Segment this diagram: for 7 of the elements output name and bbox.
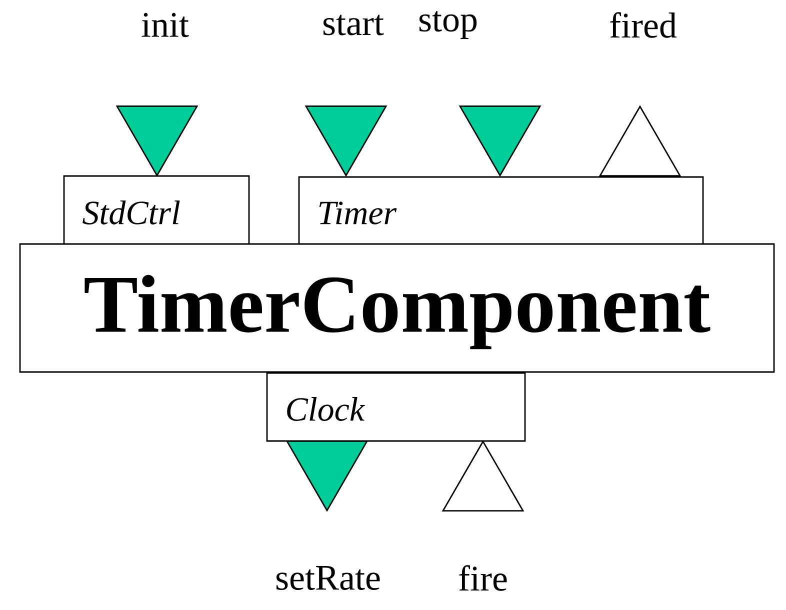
interface-label: init (142, 12, 189, 38)
interface-label: fire (459, 565, 507, 591)
interface-label: start (324, 14, 384, 36)
interface-label: stop (419, 11, 477, 39)
interface-label: setRate (276, 566, 380, 590)
interface-label: fired (610, 12, 677, 38)
interface-box: StdCtrl (63, 175, 250, 246)
